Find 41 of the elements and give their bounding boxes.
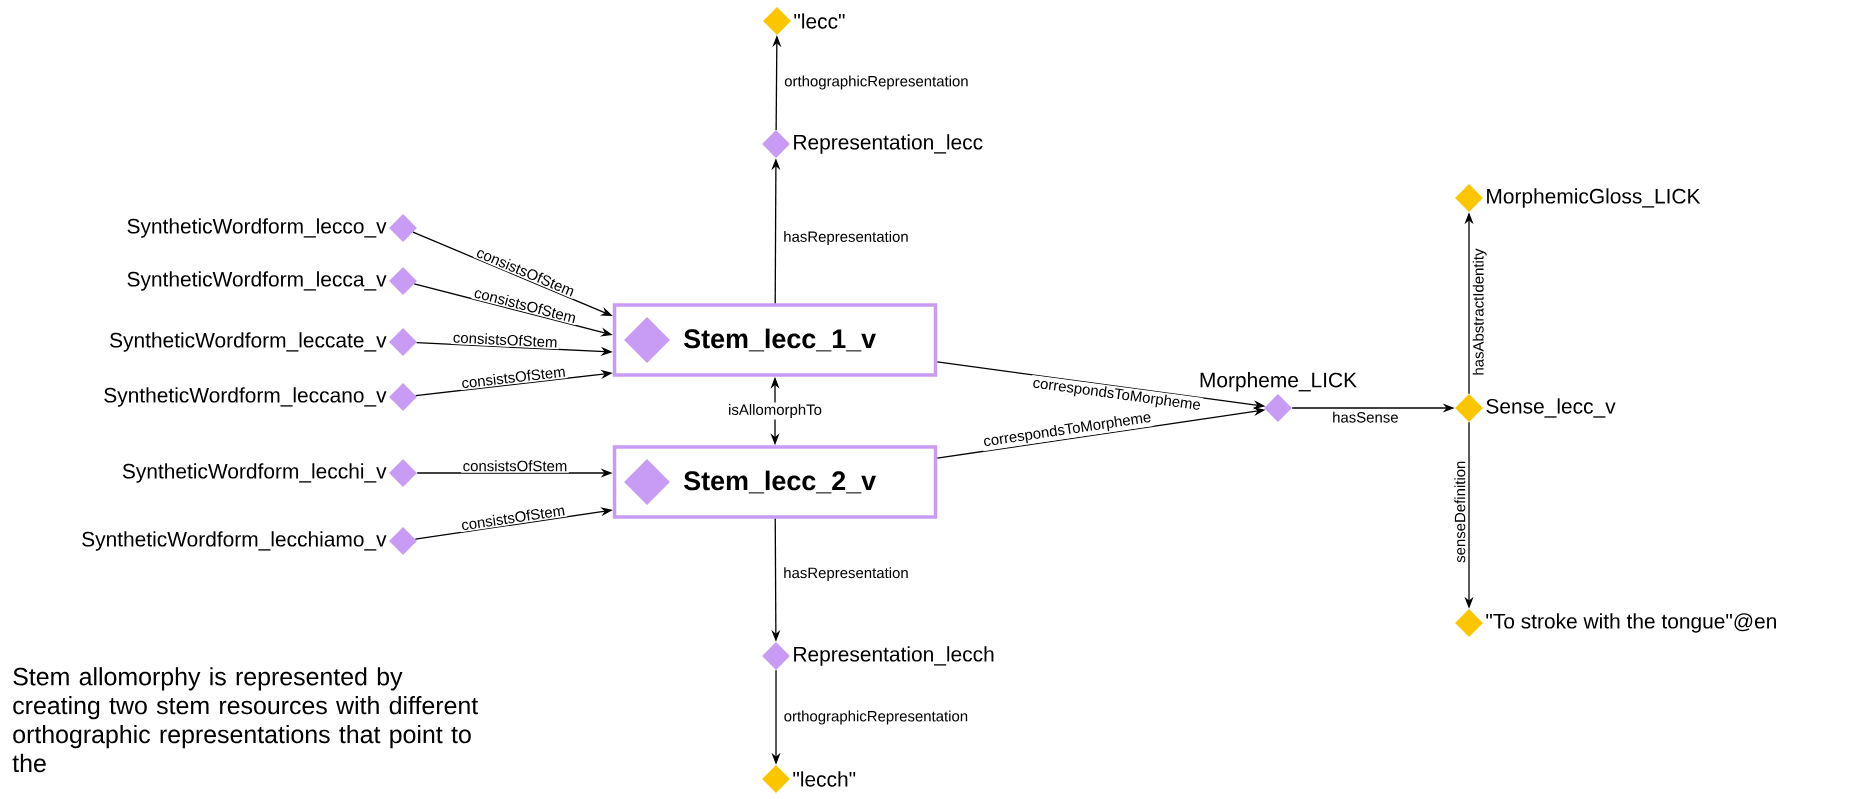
stem-box: Stem_lecc_1_v — [612, 303, 938, 377]
stem-box: Stem_lecc_2_v — [612, 445, 938, 519]
edge-label: hasRepresentation — [781, 229, 911, 247]
resource-node: SyntheticWordform_lecchi_v — [122, 459, 417, 487]
node-label: Representation_lecc — [794, 134, 983, 154]
resource-node: SyntheticWordform_lecco_v — [127, 214, 417, 242]
edge-label: consistsOfStem — [451, 330, 560, 350]
edge-label: consistsOfStem — [458, 502, 568, 533]
node-label: "lecch" — [793, 771, 856, 787]
resource-node: MorphemicGloss_LICK — [1455, 184, 1701, 212]
node-label: "To stroke with the tongue"@en — [1486, 613, 1776, 633]
node-label: SyntheticWordform_lecchiamo_v — [82, 531, 387, 551]
resource-node: SyntheticWordform_leccate_v — [110, 328, 417, 356]
resource-node: SyntheticWordform_lecca_v — [127, 267, 417, 295]
edge-label: hasSense — [1330, 410, 1401, 425]
resource-node: Representation_lecch — [762, 642, 994, 670]
resource-node: "lecc" — [763, 7, 845, 35]
node-label: "lecc" — [794, 13, 845, 29]
edge-label: orthographicRepresentation — [782, 709, 970, 726]
resource-node: Sense_lecc_v — [1455, 394, 1616, 422]
resource-node: SyntheticWordform_lecchiamo_v — [82, 527, 417, 555]
description-text: Stem allomorphy is represented by creating two stem resources with different orthographic representations that point to the — [12, 667, 478, 773]
resource-node: SyntheticWordform_leccano_v — [104, 383, 417, 411]
node-label: Representation_lecch — [794, 646, 994, 666]
node-label: SyntheticWordform_lecco_v — [127, 218, 387, 238]
resource-node: "To stroke with the tongue"@en — [1455, 609, 1776, 637]
edge-label: hasRepresentation — [781, 565, 911, 583]
edge-label: senseDefinition — [1452, 459, 1467, 565]
resource-node: Representation_lecc — [762, 130, 983, 158]
edge-label: consistsOfStem — [461, 458, 569, 473]
resource-node: "lecch" — [762, 765, 856, 793]
node-label: SyntheticWordform_leccano_v — [104, 387, 387, 407]
edge-label: consistsOfStem — [459, 364, 568, 391]
node-label: SyntheticWordform_lecca_v — [127, 271, 387, 291]
edge-label: orthographicRepresentation — [782, 74, 971, 91]
node-label: SyntheticWordform_leccate_v — [110, 332, 387, 352]
node-label: SyntheticWordform_lecchi_v — [122, 463, 387, 483]
edge-label: isAllomorphTo — [726, 402, 824, 420]
node-label: Sense_lecc_v — [1486, 398, 1616, 418]
edge-label: hasAbstractIdentity — [1471, 247, 1489, 378]
node-label: MorphemicGloss_LICK — [1487, 188, 1701, 208]
